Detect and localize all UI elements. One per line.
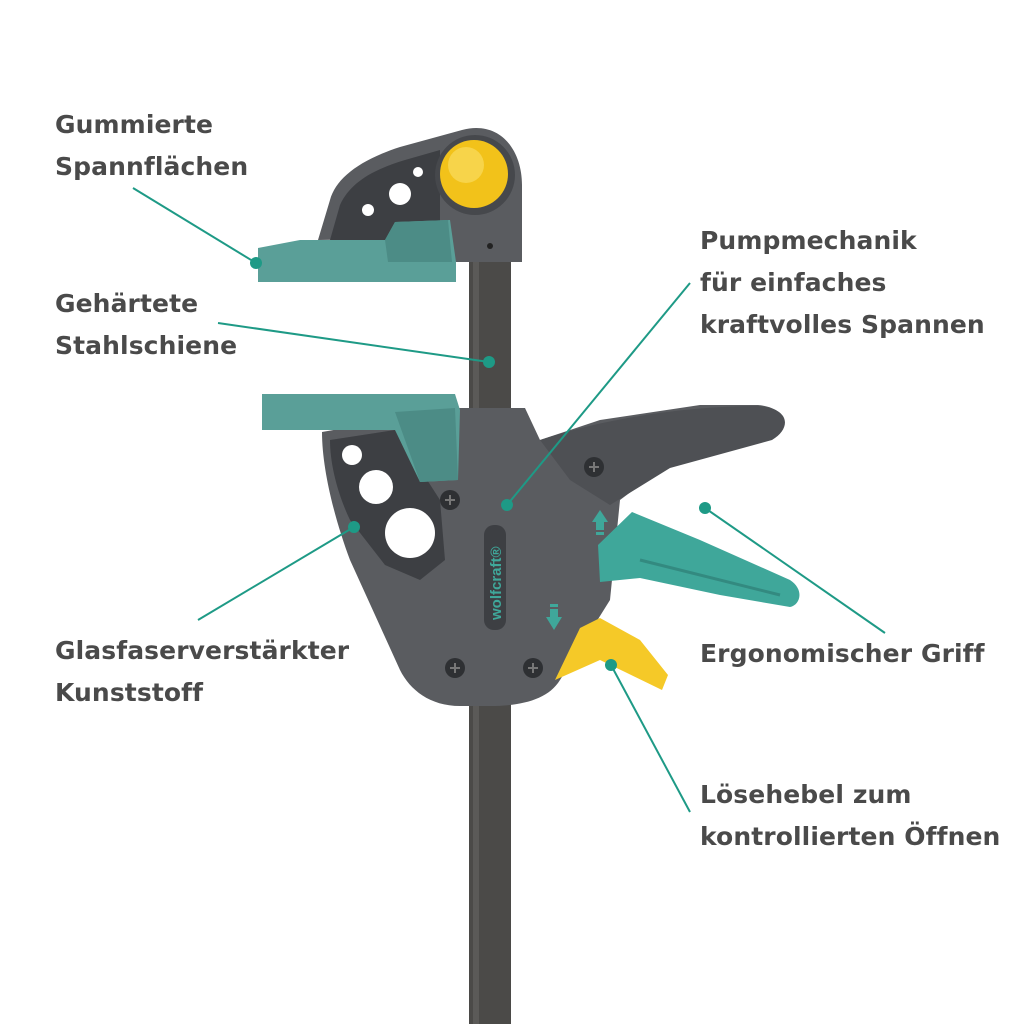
leader-gummierte xyxy=(132,187,257,264)
callout-line: kraftvolles Spannen xyxy=(700,310,985,339)
callout-gehaertete-stahlschiene: Gehärtete Stahlschiene xyxy=(55,283,237,367)
callout-line: Ergonomischer Griff xyxy=(700,639,985,668)
grip-ridge xyxy=(639,558,781,597)
lower-hole-2 xyxy=(359,470,393,504)
leader-dot-ergo xyxy=(699,502,711,514)
release-lever xyxy=(555,618,668,690)
leader-dot-stahl xyxy=(483,356,495,368)
brand-logo: wolfcraft® xyxy=(488,546,505,621)
up-arrow-icon xyxy=(592,510,608,535)
callout-line: Glasfaserverstärkter xyxy=(55,636,350,665)
callout-line: Pumpmechanik xyxy=(700,226,917,255)
leader-glas xyxy=(197,526,355,621)
upper-jaw-head-shadow xyxy=(330,150,440,240)
callout-line: Gummierte xyxy=(55,110,214,139)
lower-hole-1 xyxy=(342,445,362,465)
upper-hole-small xyxy=(362,204,374,216)
upper-hole-large xyxy=(389,183,411,205)
callout-line: Spannflächen xyxy=(55,152,249,181)
leader-pump xyxy=(506,282,691,506)
leader-dot-glas xyxy=(348,521,360,533)
down-arrow-icon xyxy=(546,604,562,630)
small-dot xyxy=(487,243,493,249)
lower-pad-shade xyxy=(395,408,458,482)
callout-gummierte-spannflaechen: Gummierte Spannflächen xyxy=(55,104,248,188)
pump-lever xyxy=(540,406,785,505)
screw-icon xyxy=(440,457,604,678)
callout-pumpmechanik: Pumpmechanik für einfaches kraftvolles S… xyxy=(700,220,985,346)
callout-ergonomischer-griff: Ergonomischer Griff xyxy=(700,633,985,675)
upper-pad-shade xyxy=(385,220,452,262)
leader-lose xyxy=(610,664,691,813)
upper-hole-tiny xyxy=(413,167,423,177)
leader-stahl xyxy=(217,322,490,363)
leader-dot-pump xyxy=(501,499,513,511)
leader-lines xyxy=(132,187,886,813)
callout-line: Lösehebel zum xyxy=(700,780,912,809)
callout-line: Gehärtete xyxy=(55,289,199,318)
brand-stripe xyxy=(484,525,506,630)
ergonomic-grip xyxy=(598,512,800,607)
callout-line: Kunststoff xyxy=(55,678,204,707)
callout-line: für einfaches xyxy=(700,268,887,297)
knob-highlight xyxy=(448,147,484,183)
leader-dot-gummierte xyxy=(250,257,262,269)
lower-hole-3 xyxy=(385,508,435,558)
callout-line: Stahlschiene xyxy=(55,331,238,360)
callout-loesehebel: Lösehebel zum kontrollierten Öffnen xyxy=(700,774,1000,858)
callout-line: kontrollierten Öffnen xyxy=(700,822,1001,851)
leader-ergo xyxy=(704,507,886,634)
callout-glasfaserverstaerkter-kunststoff: Glasfaserverstärkter Kunststoff xyxy=(55,630,349,714)
leader-dot-lose xyxy=(605,659,617,671)
